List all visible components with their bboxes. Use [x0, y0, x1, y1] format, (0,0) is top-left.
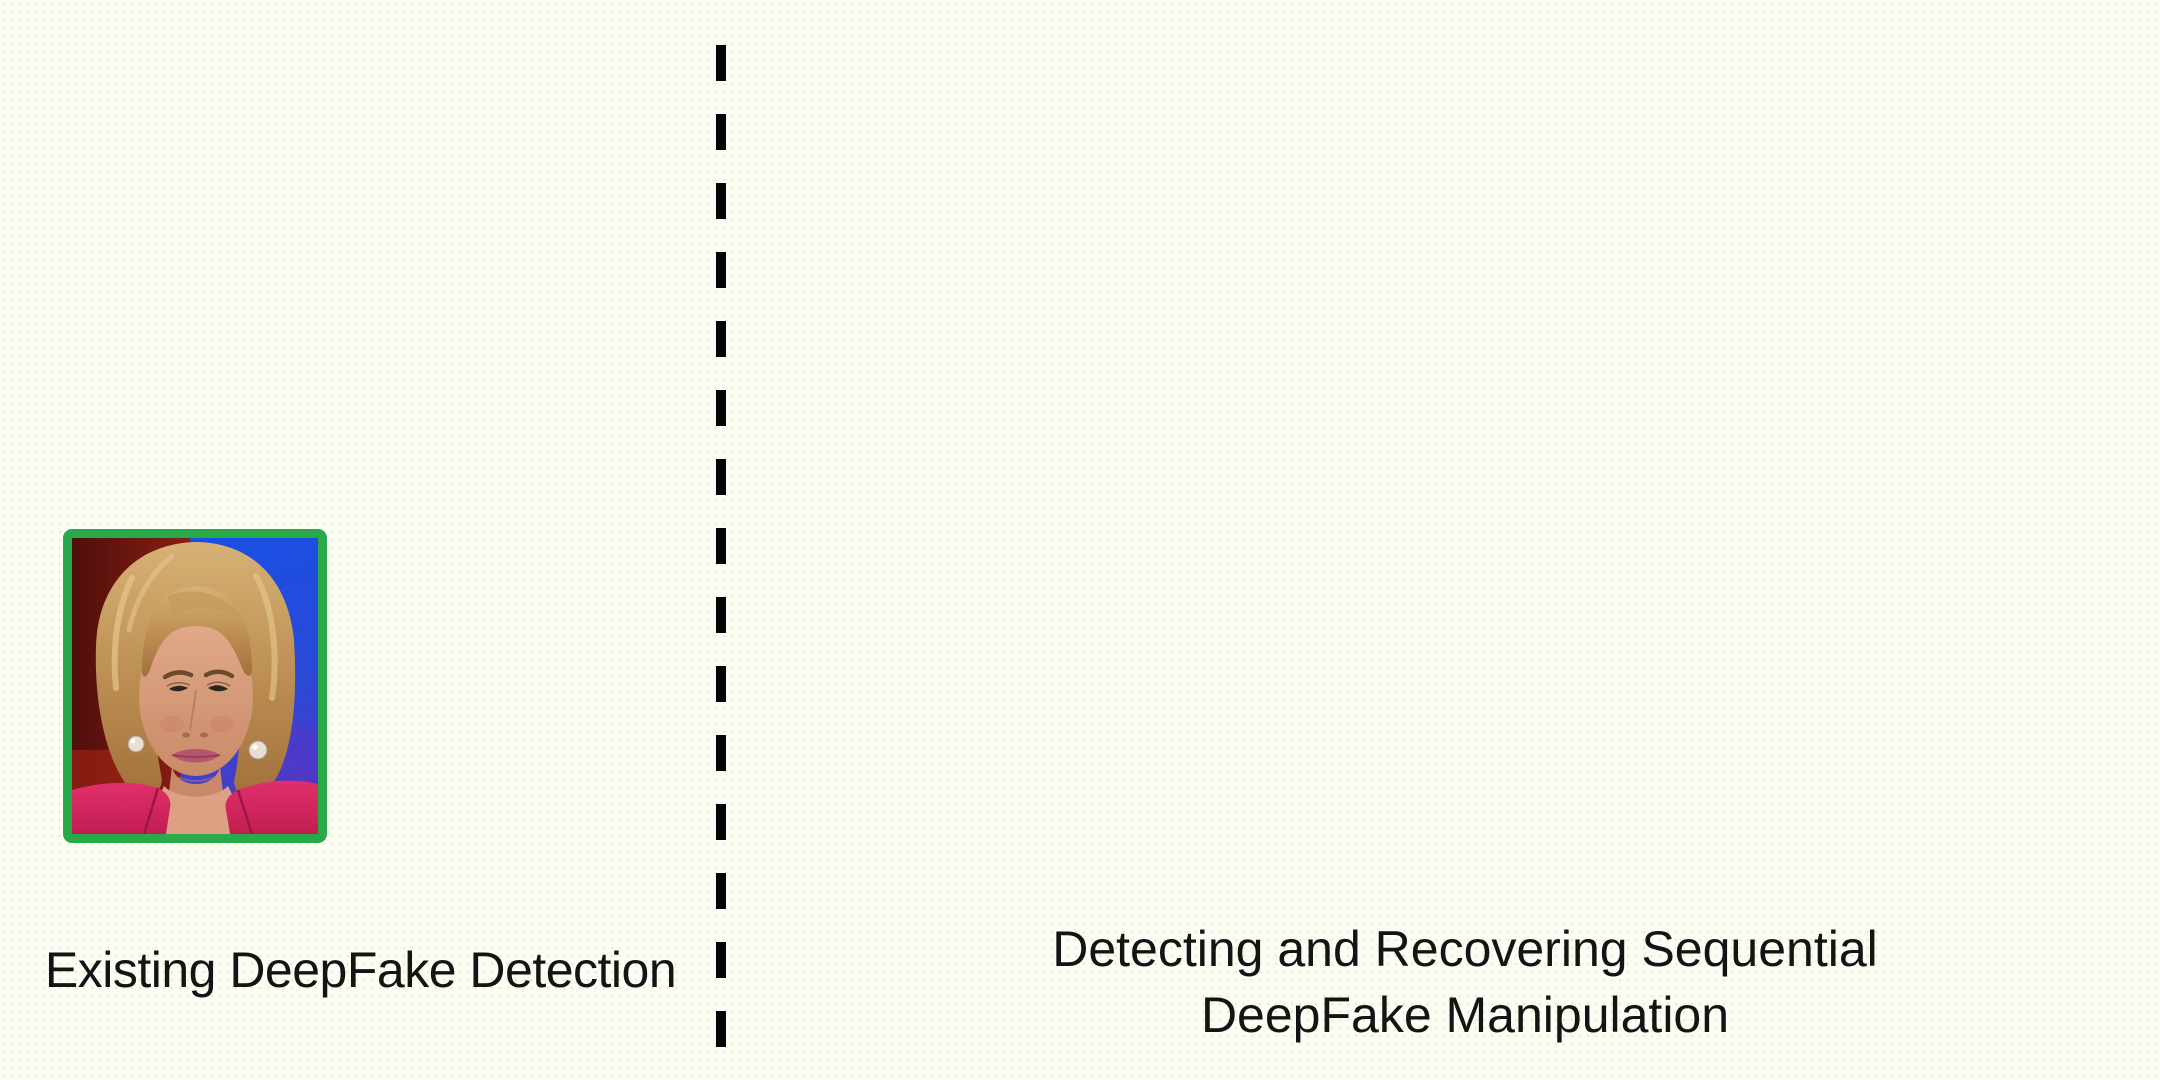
- right-title-line-1: Detecting and Recovering Sequential: [1052, 921, 1878, 977]
- left-panel-caption: Existing DeepFake Detection: [44, 942, 677, 998]
- panel-divider-dashed-line: [716, 45, 726, 1047]
- woman-portrait-image: [72, 538, 318, 834]
- right-panel-title: Detecting and Recovering Sequential Deep…: [770, 916, 2160, 1048]
- deepfake-example-photo-frame: [63, 529, 327, 843]
- right-title-line-2: DeepFake Manipulation: [1200, 987, 1730, 1043]
